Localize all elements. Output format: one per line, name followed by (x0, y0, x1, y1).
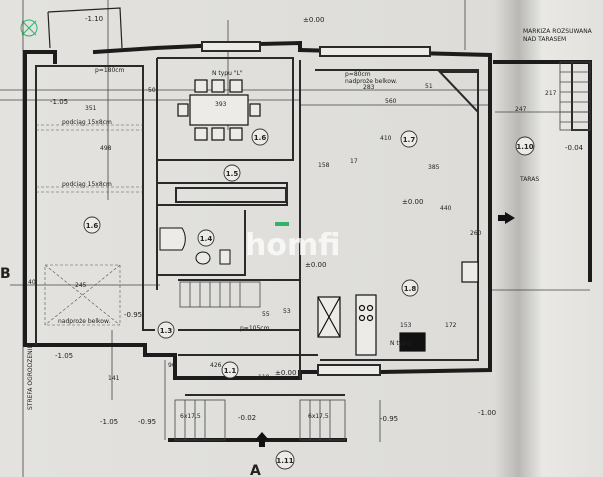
level-mark: -1.10 (85, 15, 103, 23)
dimension: 245 (75, 282, 87, 289)
annotations: MARKIZA ROZSUWANA NAD TARASEM TARAS p=80… (0, 28, 593, 477)
beam-note: podciąg 15x8cm (62, 181, 112, 188)
stairs-note: 6x17,5 (308, 413, 329, 420)
entrance-arrow-icon (255, 432, 269, 447)
room-label: 1.3 (160, 327, 173, 335)
room-label: 1.10 (516, 143, 533, 151)
homfi-watermark-logo: homfi (245, 222, 340, 263)
dining-table (177, 79, 261, 141)
dimension: 410 (380, 135, 392, 142)
stairs-note: 6x17,5 (180, 413, 201, 420)
bathroom-fixtures (159, 227, 231, 265)
window-note: p=180cm (95, 67, 125, 74)
dimension: 560 (385, 98, 397, 105)
level-mark: ±0.00 (402, 198, 423, 206)
dimension: 426 (210, 362, 222, 369)
dimension: 55 (262, 311, 270, 318)
room-label: 1.11 (276, 457, 293, 465)
room-label: 1.6 (86, 222, 99, 230)
dimension: 385 (428, 164, 440, 171)
compass-icon (20, 19, 38, 37)
dimension: 53 (283, 308, 291, 315)
staircase-diagonal (437, 71, 479, 115)
interior-walls (35, 57, 590, 396)
entrance-arrow-icon (498, 212, 515, 224)
window-type-note: N typu (390, 340, 410, 347)
awning-note: MARKIZA ROZSUWANA (523, 28, 593, 35)
room-label: 1.1 (224, 367, 237, 375)
dimension: 141 (108, 375, 120, 382)
dimension: 51 (425, 83, 433, 90)
level-mark: -0.95 (124, 311, 142, 319)
dimension: 260 (470, 230, 482, 237)
balcony-outline (47, 7, 123, 49)
dimension: 40 (28, 279, 36, 286)
terrace-stairs (559, 61, 591, 131)
level-mark: -1.05 (55, 352, 73, 360)
beam-note: podciąg 15x8cm (62, 119, 112, 126)
svg-text:homfi: homfi (245, 228, 340, 263)
dimension: 50 (148, 87, 156, 94)
dimension: 440 (440, 205, 452, 212)
level-marks: -1.10 -1.05 ±0.00 ±0.00 -0.04 -1.05 -1.0… (50, 15, 584, 426)
room-label: 1.6 (254, 134, 267, 142)
level-mark: -0.95 (380, 415, 398, 423)
section-marker-b: B (0, 266, 11, 282)
dimension: 172 (445, 322, 457, 329)
dimension: 498 (100, 145, 112, 152)
dimension: 153 (400, 322, 412, 329)
level-mark: ±0.00 (275, 369, 296, 377)
window-type-note: N typu "L" (212, 70, 243, 77)
room-label: 1.5 (226, 170, 239, 178)
fence-note: STREFA OGRODZENIE (27, 345, 34, 410)
window-note: p=105cm (240, 325, 270, 332)
lintel-note: nadproże belkow. (58, 318, 110, 325)
kitchen-counter (317, 261, 479, 356)
beam-lines (36, 124, 143, 326)
window-note: p=80cm (345, 71, 371, 78)
room-labels: 1.6 1.6 1.5 1.4 1.7 1.8 1.10 1.3 1.1 1.1… (83, 128, 535, 470)
level-mark: -0.02 (238, 414, 256, 422)
interior-stairs (174, 281, 346, 441)
room-label: 1.7 (403, 136, 416, 144)
level-mark: ±0.00 (305, 261, 326, 269)
dimension-labels: 351 393 560 283 247 410 158 17 385 172 1… (28, 83, 557, 382)
dimension: 90 (168, 362, 176, 369)
terrace-label: TARAS (519, 176, 539, 183)
dimension: 217 (545, 90, 557, 97)
room-label: 1.8 (404, 285, 417, 293)
dimension: 247 (515, 106, 527, 113)
level-mark: -1.05 (50, 98, 68, 106)
awning-note: NAD TARASEM (523, 36, 566, 43)
lintel-note: nadproże belkow. (345, 78, 397, 85)
section-marker-a: A (250, 463, 261, 477)
window-bands (201, 41, 431, 376)
level-mark: -1.00 (478, 409, 496, 417)
dimension: 158 (318, 162, 330, 169)
dimension: 17 (350, 158, 358, 165)
room-label: 1.4 (200, 235, 213, 243)
dimension: 283 (363, 84, 375, 91)
dimension: 393 (215, 101, 227, 108)
level-mark: -1.05 (100, 418, 118, 426)
level-mark: -0.04 (565, 144, 584, 152)
level-mark: -0.95 (138, 418, 156, 426)
dimension: 110 (258, 374, 270, 381)
dimension: 351 (85, 105, 97, 112)
level-mark: ±0.00 (303, 16, 324, 24)
